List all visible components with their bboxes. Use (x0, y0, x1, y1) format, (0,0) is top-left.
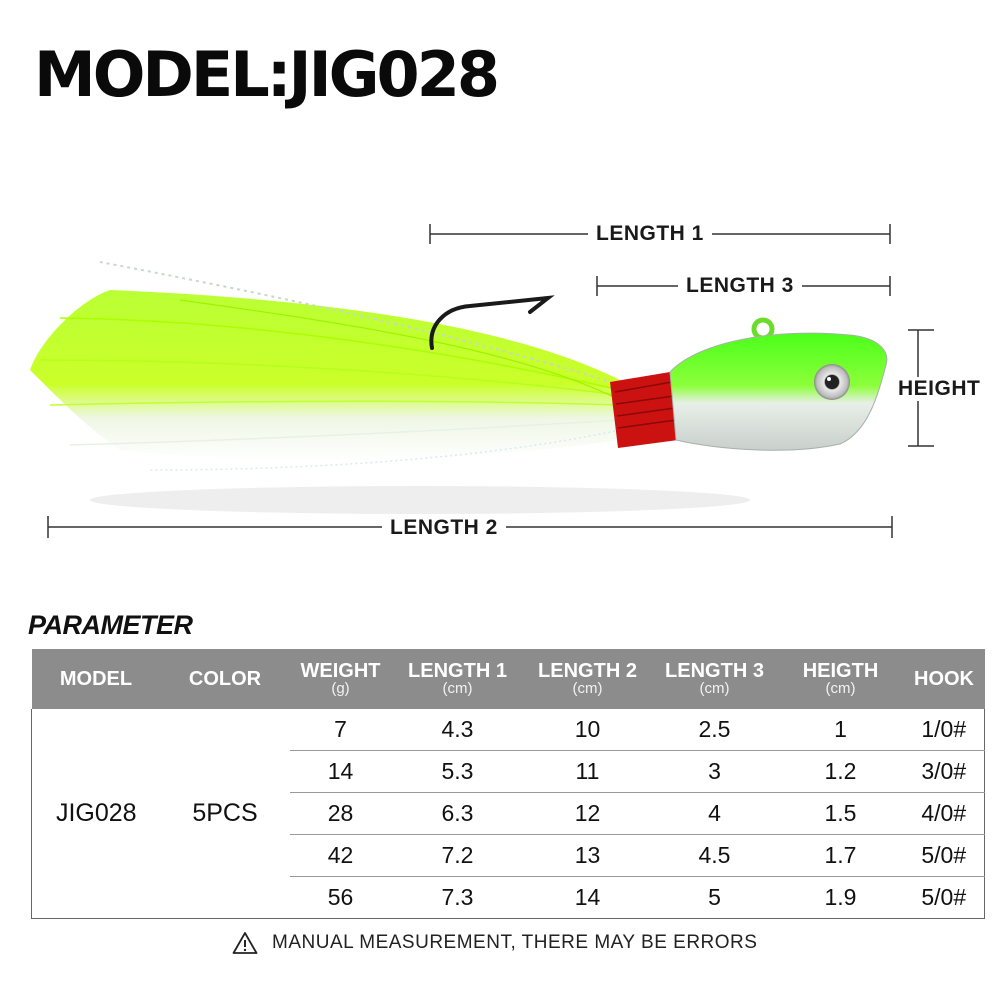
length1-cell: 7.2 (391, 834, 524, 877)
length3-cell: 4.5 (651, 834, 778, 877)
lure-shadow (90, 486, 750, 514)
hook-cell: 5/0# (903, 834, 985, 877)
table-row: 14 5.3 11 3 1.2 3/0# (32, 750, 985, 793)
hook-cell: 4/0# (903, 792, 985, 835)
length2-cell: 13 (523, 834, 652, 877)
jig-head (669, 317, 888, 451)
height-cell: 1.7 (777, 834, 904, 877)
header-length3: LENGTH 3(cm) (651, 649, 778, 709)
hook (429, 295, 555, 350)
parameter-table: MODEL COLOR WEIGHT(g) LENGTH 1(cm) LENGT… (31, 649, 985, 919)
length2-label: LENGTH 2 (382, 516, 506, 540)
weight-cell: 14 (289, 750, 392, 793)
parameter-heading: PARAMETER (28, 610, 193, 640)
table-row: 28 6.3 12 4 1.5 4/0# (32, 792, 985, 835)
length3-cell: 3 (651, 750, 778, 793)
weight-cell: 56 (289, 876, 392, 919)
color-cell: 5PCS (160, 709, 290, 919)
bucktail-hair (30, 261, 621, 471)
weight-cell: 42 (289, 834, 392, 877)
height-cell: 1.5 (777, 792, 904, 835)
length3-label: LENGTH 3 (678, 274, 802, 298)
length1-cell: 5.3 (391, 750, 524, 793)
header-color: COLOR (160, 649, 290, 709)
length1-cell: 6.3 (391, 792, 524, 835)
lure-illustration (30, 224, 934, 538)
height-label: HEIGHT (890, 377, 989, 401)
measurement-note: MANUAL MEASUREMENT, THERE MAY BE ERRORS (232, 931, 757, 955)
length1-label: LENGTH 1 (588, 222, 712, 246)
model-cell: JIG028 (31, 709, 161, 919)
hook-cell: 5/0# (903, 876, 985, 919)
length1-cell: 7.3 (391, 876, 524, 919)
header-hook: HOOK (903, 649, 985, 709)
height-cell: 1 (777, 709, 904, 751)
hook-cell: 3/0# (903, 750, 985, 793)
header-length2: LENGTH 2(cm) (523, 649, 652, 709)
weight-cell: 28 (289, 792, 392, 835)
length2-cell: 12 (523, 792, 652, 835)
note-text: MANUAL MEASUREMENT, THERE MAY BE ERRORS (272, 932, 758, 953)
weight-cell: 7 (289, 709, 392, 751)
header-weight: WEIGHT(g) (289, 649, 392, 709)
thread-wrap (610, 372, 678, 448)
table-row: 56 7.3 14 5 1.9 5/0# (32, 876, 985, 919)
table-header-row: MODEL COLOR WEIGHT(g) LENGTH 1(cm) LENGT… (31, 649, 985, 709)
table-row: JIG028 5PCS 7 4.3 10 2.5 1 1/0# (31, 709, 985, 919)
length3-cell: 2.5 (651, 709, 778, 751)
length1-cell: 4.3 (391, 709, 524, 751)
length2-cell: 11 (523, 750, 652, 793)
length2-cell: 14 (523, 876, 652, 919)
hook-cell: 1/0# (903, 709, 985, 751)
page-title: MODEL:JIG028 (34, 38, 500, 111)
warning-triangle-icon (232, 932, 258, 954)
height-cell: 1.2 (777, 750, 904, 793)
header-model: MODEL (31, 649, 161, 709)
header-height: HEIGTH(cm) (777, 649, 904, 709)
length2-cell: 10 (523, 709, 652, 751)
length3-cell: 5 (651, 876, 778, 919)
length3-cell: 4 (651, 792, 778, 835)
header-length1: LENGTH 1(cm) (391, 649, 524, 709)
height-cell: 1.9 (777, 876, 904, 919)
table-row: 42 7.2 13 4.5 1.7 5/0# (32, 834, 985, 877)
